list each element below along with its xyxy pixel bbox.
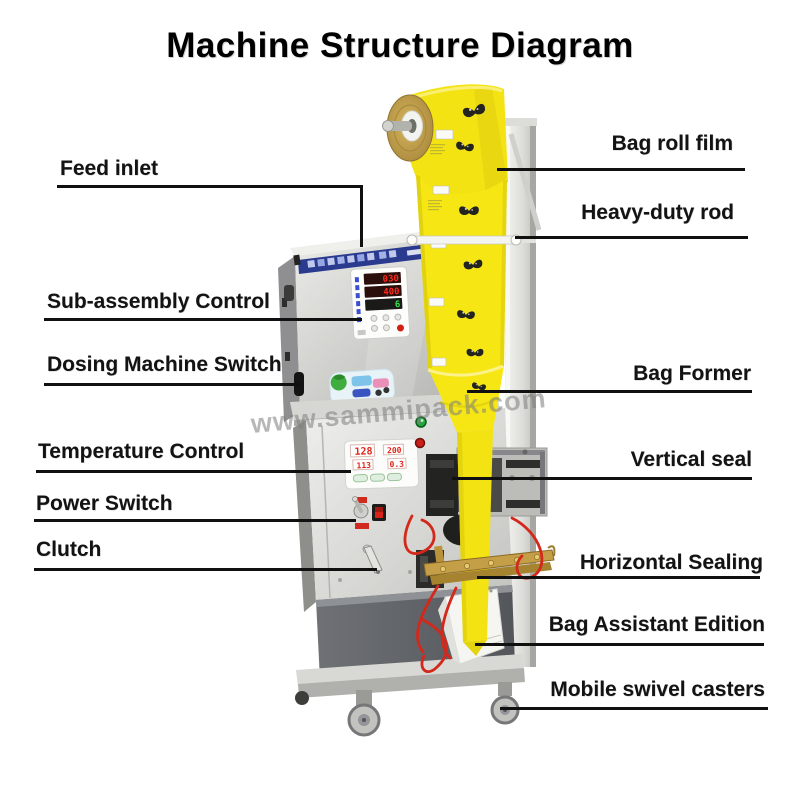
film-barcode-labels [428,129,454,367]
leader-sub-assembly-control [44,318,362,321]
leader-feed-inlet-drop [360,185,363,247]
leader-mobile-swivel-casters [500,707,768,710]
leader-heavy-duty-rod [515,236,748,239]
clutch-lever [362,544,383,574]
film-guide-rod [406,234,536,246]
temp-display-1: 128 [354,446,372,458]
machine-sticker [329,368,395,405]
caster-right [490,682,520,725]
label-dosing-machine-switch: Dosing Machine Switch [47,353,282,376]
sub-display-3: 6 [395,300,401,310]
label-vertical-seal: Vertical seal [630,448,752,471]
label-clutch: Clutch [36,538,102,561]
panel-red-button [396,324,404,332]
leader-temperature-control [36,470,351,473]
film-tube [457,430,493,642]
caster-left [347,690,381,737]
page-title: Machine Structure Diagram [166,26,634,65]
label-heavy-duty-rod: Heavy-duty rod [581,201,734,224]
label-power-switch: Power Switch [36,492,173,515]
leader-power-switch [34,519,356,522]
leader-clutch [34,568,377,571]
side-handle [284,285,294,301]
leader-horizontal-sealing [477,576,760,579]
leader-bag-roll-film [497,168,745,171]
temp-display-3: 113 [356,461,371,471]
leader-feed-inlet [57,185,363,188]
sub-display-1: 030 [382,274,399,285]
sub-display-2: 400 [383,287,400,298]
leader-bag-assistant-edition [475,643,764,646]
sub-assembly-control-panel: 030 400 6 [350,266,411,340]
green-pilot-light [415,416,427,428]
label-mobile-swivel-casters: Mobile swivel casters [550,678,765,701]
red-pilot-light [414,437,426,449]
temp-display-2: 200 [387,446,402,456]
label-sub-assembly-control: Sub-assembly Control [47,290,270,313]
label-bag-roll-film: Bag roll film [611,132,733,155]
power-switch-group [352,496,386,529]
label-bag-assistant-edition: Bag Assistant Edition [548,613,765,636]
temperature-control-panel: 128 200 113 0.3 [343,438,420,490]
label-horizontal-sealing: Horizontal Sealing [579,551,763,574]
label-temperature-control: Temperature Control [38,440,245,463]
label-feed-inlet: Feed inlet [60,157,159,180]
temp-display-4: 0.3 [389,460,404,470]
leader-bag-former [467,390,752,393]
leader-vertical-seal [452,477,752,480]
label-bag-former: Bag Former [633,362,751,385]
leader-dosing-machine-switch [44,383,300,386]
